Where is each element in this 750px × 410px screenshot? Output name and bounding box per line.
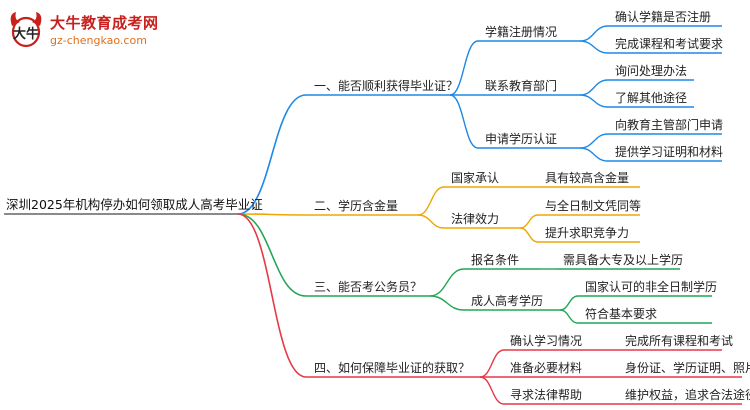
branch-2-child-2-leaf-1-link bbox=[519, 214, 539, 229]
branch-1-child-2: 联系教育部门 bbox=[485, 79, 558, 93]
logo: 大牛 大牛教育成考网 gz-chengkao.com bbox=[6, 8, 206, 58]
branch-3-child-2: 成人高考学历 bbox=[471, 294, 544, 308]
branch-2-link bbox=[237, 213, 307, 216]
branch-1-child-2-leaf-1-link bbox=[579, 79, 609, 96]
branch-3-label: 三、能否考公务员？ bbox=[314, 280, 423, 294]
branch-1-leaf-5: 向教育主管部门申请 bbox=[615, 118, 724, 132]
logo-mark: 大牛 bbox=[13, 26, 39, 42]
branch-4-child-1: 确认学习情况 bbox=[510, 334, 583, 348]
branch-3-link bbox=[237, 213, 307, 297]
branch-1-leaf-3: 询问处理办法 bbox=[615, 64, 688, 78]
branch-3-child-2-link bbox=[429, 295, 465, 311]
branch-4-leaf-2: 身份证、学历证明、照片 bbox=[625, 361, 750, 375]
branch-2-leaf-3: 提升求职竞争力 bbox=[545, 226, 630, 240]
branch-2-child-2-leaf-2-link bbox=[519, 227, 539, 243]
branch-3-child-1: 报名条件 bbox=[471, 253, 520, 267]
branch-2-child-1-link bbox=[417, 186, 445, 216]
branch-2-child-2: 法律效力 bbox=[451, 212, 500, 226]
branch-2-label: 二、学历含金量 bbox=[314, 199, 399, 213]
branch-3-leaf-3: 符合基本要求 bbox=[585, 307, 658, 321]
branch-2-child-2-link bbox=[417, 214, 445, 229]
branch-4-leaf-1: 完成所有课程和考试 bbox=[625, 334, 734, 348]
branch-1-link bbox=[237, 94, 307, 215]
branch-2-leaf-2: 与全日制文凭同等 bbox=[545, 199, 642, 213]
branch-3-child-2-leaf-1-link bbox=[559, 295, 579, 311]
branch-4-link bbox=[237, 213, 307, 378]
branch-2-leaf-1: 具有较高含金量 bbox=[545, 171, 630, 185]
root-topic: 深圳2025年机构停办如何领取成人高考毕业证 bbox=[6, 197, 263, 212]
logo-title: 大牛教育成考网 bbox=[50, 14, 159, 32]
branch-1-child-3-link bbox=[449, 94, 479, 149]
branch-1-child-1: 学籍注册情况 bbox=[485, 25, 558, 39]
branch-1-leaf-2: 完成课程和考试要求 bbox=[615, 37, 724, 51]
branch-1-child-3-leaf-2-link bbox=[579, 147, 609, 162]
branch-1-leaf-6: 提供学习证明和材料 bbox=[615, 145, 724, 159]
branch-1-leaf-1: 确认学籍是否注册 bbox=[615, 10, 712, 24]
branch-3-leaf-2: 国家认可的非全日制学历 bbox=[585, 280, 718, 294]
branch-1-child-1-link bbox=[449, 40, 479, 96]
branch-4-child-3-link bbox=[479, 376, 505, 405]
logo-domain: gz-chengkao.com bbox=[50, 34, 147, 47]
branch-4-child-2: 准备必要材料 bbox=[510, 361, 583, 375]
branch-1-child-3-leaf-1-link bbox=[579, 133, 609, 149]
branch-1-label: 一、能否顺利获得毕业证？ bbox=[314, 79, 459, 93]
branch-4-child-1-link bbox=[479, 349, 505, 378]
branch-1-child-3: 申请学历认证 bbox=[485, 132, 558, 146]
bull-logo-icon: 大牛 bbox=[10, 12, 42, 48]
branch-2-child-1: 国家承认 bbox=[451, 171, 500, 185]
branch-4-label: 四、如何保障毕业证的获取？ bbox=[314, 361, 471, 375]
branch-1-child-2-leaf-2-link bbox=[579, 94, 609, 108]
branch-4-leaf-3: 维护权益，追求合法途径 bbox=[625, 388, 750, 402]
branch-3-child-1-link bbox=[429, 268, 465, 297]
branch-1-child-1-leaf-1-link bbox=[579, 25, 609, 42]
branch-1-leaf-4: 了解其他途径 bbox=[615, 91, 688, 105]
branch-1-child-1-leaf-2-link bbox=[579, 40, 609, 54]
branch-3-child-2-leaf-2-link bbox=[559, 309, 579, 324]
branch-3-leaf-1: 需具备大专及以上学历 bbox=[563, 253, 684, 267]
branch-4-child-3: 寻求法律帮助 bbox=[510, 388, 583, 402]
